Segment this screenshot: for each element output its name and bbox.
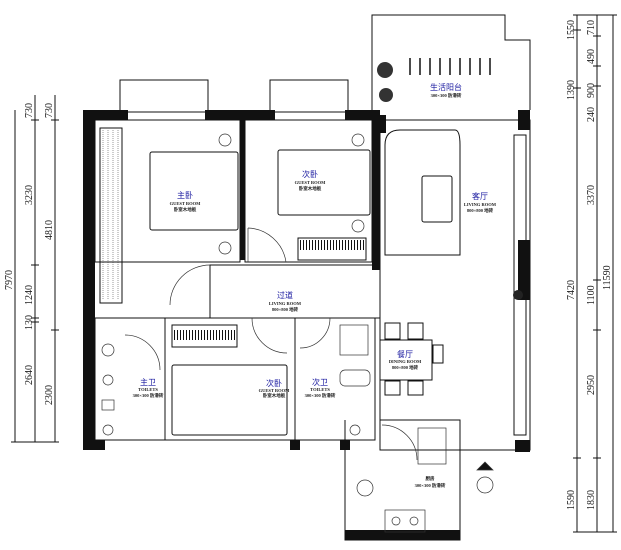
room-name: 生活阳台 [430,82,462,92]
third-bed [171,364,288,436]
room-third-bedroom: 次卧 GUEST ROOM 卧室木地板 [259,378,291,399]
dim-label: 3230 [24,185,35,205]
left-dimensions [11,95,59,443]
wardrobe-second [297,237,367,261]
room-name: 次卧 [302,169,318,179]
room-note: 800×800 地砖 [467,207,494,214]
room-living-room: 客厅 LIVING ROOM 800×800 地砖 [464,191,497,214]
room-subtitle: GUEST ROOM [295,180,327,185]
room-note: 800×800 地砖 [392,364,419,371]
room-note: 300×300 防滑砖 [415,482,446,489]
room-second-bath: 次卫 TOILETS 300×300 防滑砖 [305,377,336,399]
room-name: 次卫 [312,377,328,387]
dim-label: 7420 [566,280,577,300]
dim-label: 1830 [586,490,597,510]
room-subtitle: LIVING ROOM [269,301,302,306]
room-note: 300×300 防滑砖 [133,392,164,399]
room-subtitle: LIVING ROOM [464,202,497,207]
room-corridor: 过道 LIVING ROOM 800×800 地砖 [269,290,302,313]
dim-label: 900 [586,83,597,98]
plants [377,62,523,300]
room-name: 厨房 [426,475,435,482]
room-subtitle: GUEST ROOM [170,201,202,206]
dim-label: 2950 [586,375,597,395]
right-dimensions [573,14,617,533]
room-subtitle: DINING ROOM [389,359,422,364]
room-note: 卧室木地板 [263,392,286,399]
room-note: 卧室木地板 [174,206,197,213]
room-master-bedroom: 主卧 GUEST ROOM 卧室木地板 [170,190,202,213]
wardrobe-master [99,127,123,304]
room-balcony: 生活阳台 300×300 防滑砖 [430,82,462,99]
dim-label: 2300 [44,385,55,405]
fixtures [101,133,494,533]
wardrobe-third [171,324,238,348]
dim-label: 1240 [24,285,35,305]
dim-label: 11590 [602,265,613,290]
dim-label: 730 [24,103,35,118]
dim-label: 1550 [566,20,577,40]
sofa [384,129,527,436]
doors [124,227,418,461]
dim-label: 3370 [586,185,597,205]
dim-label: 1100 [586,285,597,305]
dim-label: 710 [586,20,597,35]
room-master-bath: 主卫 TOILETS 300×300 防滑砖 [133,377,164,399]
dim-label: 1390 [566,80,577,100]
dim-label: 240 [586,107,597,122]
dim-label: 1590 [566,490,577,510]
room-name: 客厅 [472,191,488,201]
dim-label: 2640 [24,365,35,385]
room-name: 餐厅 [397,350,413,359]
room-dining-room: 餐厅 DINING ROOM 800×800 地砖 [389,350,422,371]
room-name: 主卫 [140,377,156,387]
room-note: 300×300 防滑砖 [431,92,462,99]
walls [83,110,530,540]
second-bed [277,149,371,216]
room-kitchen: 厨房 300×300 防滑砖 [415,475,446,489]
dim-label: 130 [24,315,35,330]
balcony-rack [409,58,491,75]
wall-outlines [94,14,531,541]
room-note: 卧室木地板 [299,185,322,192]
room-subtitle: TOILETS [310,387,330,392]
room-note: 800×800 地砖 [272,306,299,313]
dim-label: 4810 [44,220,55,240]
dim-left-total: 7970 [4,270,15,290]
master-bed [149,151,239,231]
room-subtitle: TOILETS [138,387,158,392]
room-second-bedroom: 次卧 GUEST ROOM 卧室木地板 [295,169,327,192]
dim-label: 490 [586,49,597,64]
room-name: 过道 [277,290,293,300]
dining-table [379,322,444,396]
room-note: 300×300 防滑砖 [305,392,336,399]
dim-label: 730 [44,103,55,118]
room-name: 次卧 [266,378,282,388]
room-subtitle: GUEST ROOM [259,388,291,393]
room-name: 主卧 [177,190,193,200]
